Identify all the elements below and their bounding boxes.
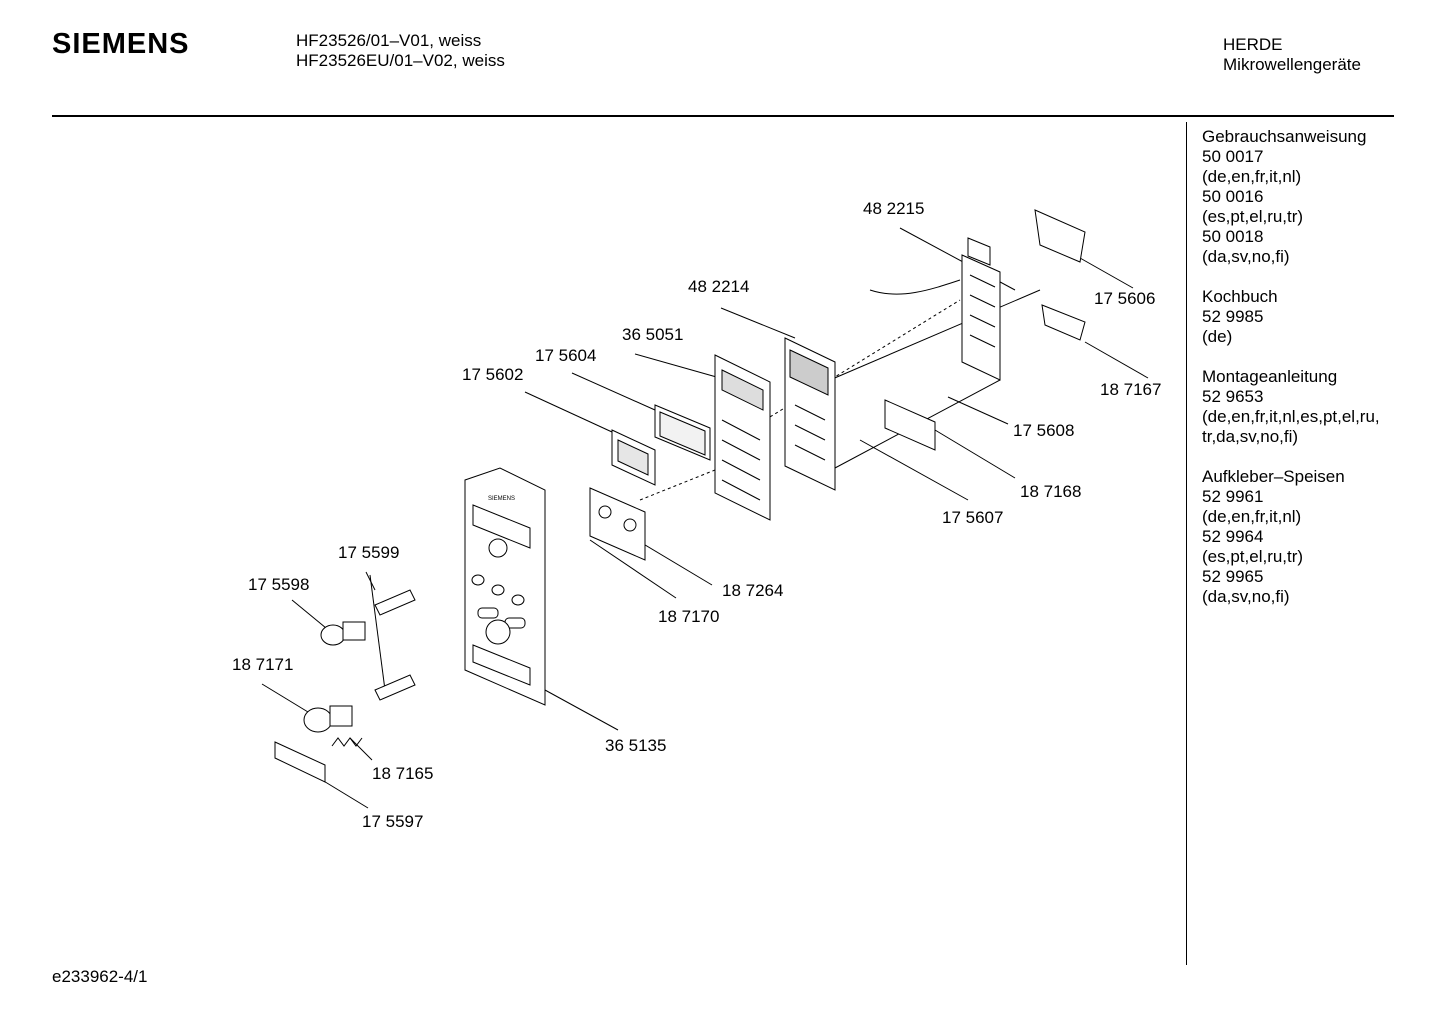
part-number-label: 48 2215 bbox=[863, 199, 924, 218]
part-number-label: 18 7171 bbox=[232, 655, 293, 674]
doc-line: Kochbuch bbox=[1202, 287, 1278, 306]
part-number-label: 17 5598 bbox=[248, 575, 309, 594]
part-number-label: 17 5608 bbox=[1013, 421, 1074, 440]
part-number-label: 17 5602 bbox=[462, 365, 523, 384]
keypad-membrane bbox=[714, 354, 771, 521]
leader-line bbox=[1084, 341, 1149, 379]
header-divider bbox=[52, 115, 1394, 117]
model-line-2: HF23526EU/01–V02, weiss bbox=[296, 51, 505, 70]
knob-cover bbox=[274, 741, 326, 783]
control-panel bbox=[464, 467, 546, 706]
part-number-label: 17 5599 bbox=[338, 543, 399, 562]
shaft-lower bbox=[374, 674, 416, 701]
leader-line bbox=[349, 737, 373, 761]
spring bbox=[331, 737, 363, 747]
part-number-label: 48 2214 bbox=[688, 277, 749, 296]
doc-line: 50 0016 bbox=[1202, 187, 1264, 206]
bracket-18-7167 bbox=[1041, 304, 1086, 341]
part-number-label: 17 5597 bbox=[362, 812, 423, 831]
doc-line: (de,en,fr,it,nl) bbox=[1202, 167, 1302, 186]
leader-line bbox=[1079, 257, 1134, 289]
shaft-upper bbox=[374, 589, 416, 616]
leader-line bbox=[524, 391, 613, 433]
doc-line: 52 9985 bbox=[1202, 307, 1264, 326]
part-number-label: 17 5606 bbox=[1094, 289, 1155, 308]
display-frame bbox=[611, 429, 656, 486]
knob-upper bbox=[320, 621, 366, 646]
exploded-parts-diagram: SIEMENS 48 2215 48 2214 36 5051 17 5604 17 5… bbox=[232, 199, 1161, 831]
leader-line bbox=[261, 683, 309, 713]
brand-logo: SIEMENS bbox=[52, 28, 190, 60]
doc-line: Aufkleber–Speisen bbox=[1202, 467, 1345, 486]
doc-line: Gebrauchsanweisung bbox=[1202, 127, 1367, 146]
leader-line bbox=[859, 439, 969, 501]
control-board bbox=[784, 337, 836, 491]
part-number-label: 18 7165 bbox=[372, 764, 433, 783]
display-window bbox=[654, 404, 711, 461]
doc-line: tr,da,sv,no,fi) bbox=[1202, 427, 1299, 446]
doc-line: 50 0018 bbox=[1202, 227, 1264, 246]
doc-line: (de) bbox=[1202, 327, 1233, 346]
part-number-label: 36 5135 bbox=[605, 736, 666, 755]
panel-brand: SIEMENS bbox=[488, 496, 515, 502]
power-board bbox=[869, 237, 1001, 381]
drawing-code: e233962-4/1 bbox=[52, 967, 148, 986]
switch-holder bbox=[884, 399, 936, 451]
part-number-label: 36 5051 bbox=[622, 325, 683, 344]
leader-line bbox=[720, 307, 796, 339]
doc-line: (da,sv,no,fi) bbox=[1202, 587, 1290, 606]
leader-line bbox=[634, 353, 721, 379]
doc-line: 50 0017 bbox=[1202, 147, 1264, 166]
leader-line bbox=[589, 539, 677, 599]
category-line-2: Mikrowellengeräte bbox=[1223, 55, 1361, 74]
doc-line: (es,pt,el,ru,tr) bbox=[1202, 207, 1304, 226]
leader-line bbox=[291, 599, 327, 629]
part-number-label: 18 7167 bbox=[1100, 380, 1161, 399]
leader-line bbox=[544, 689, 619, 731]
part-number-label: 17 5604 bbox=[535, 346, 596, 365]
model-line-1: HF23526/01–V01, weiss bbox=[296, 31, 482, 50]
doc-line: (de,en,fr,it,nl) bbox=[1202, 507, 1302, 526]
doc-line: Montageanleitung bbox=[1202, 367, 1338, 386]
part-number-label: 17 5607 bbox=[942, 508, 1003, 527]
part-number-label: 18 7168 bbox=[1020, 482, 1081, 501]
bracket-17-5606 bbox=[1034, 209, 1086, 263]
doc-line: (de,en,fr,it,nl,es,pt,el,ru, bbox=[1202, 407, 1380, 426]
leader-line bbox=[947, 396, 1009, 425]
leader-line bbox=[571, 372, 656, 411]
doc-line: (da,sv,no,fi) bbox=[1202, 247, 1290, 266]
doc-line: (es,pt,el,ru,tr) bbox=[1202, 547, 1304, 566]
leader-line bbox=[934, 429, 1016, 479]
category-line-1: HERDE bbox=[1223, 35, 1283, 54]
leader-line bbox=[321, 779, 369, 809]
part-number-label: 18 7170 bbox=[658, 607, 719, 626]
knob-lower bbox=[303, 705, 353, 733]
doc-line: 52 9964 bbox=[1202, 527, 1264, 546]
keypad-insert bbox=[589, 487, 646, 561]
doc-line: 52 9965 bbox=[1202, 567, 1264, 586]
part-number-label: 18 7264 bbox=[722, 581, 783, 600]
doc-line: 52 9961 bbox=[1202, 487, 1264, 506]
sidebar-divider bbox=[1186, 122, 1187, 965]
doc-line: 52 9653 bbox=[1202, 387, 1264, 406]
